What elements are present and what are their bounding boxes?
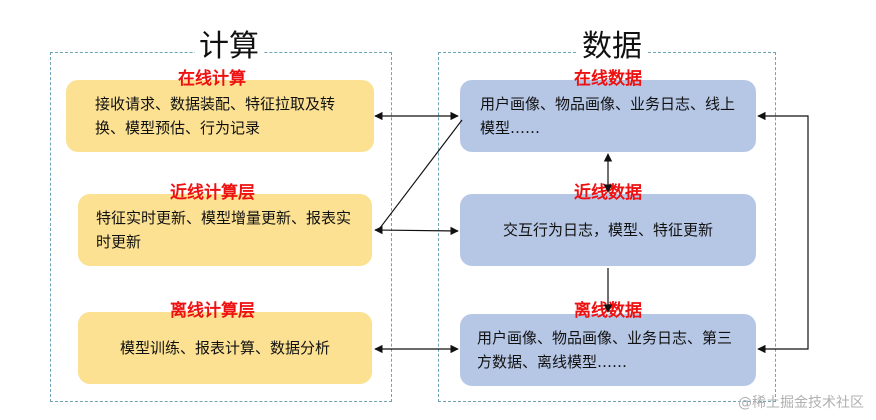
online-compute-title: 在线计算 (178, 69, 246, 89)
offline-data-box: 用户画像、物品画像、业务日志、第三方数据、离线模型…… (460, 314, 756, 386)
online-compute-text: 接收请求、数据装配、特征拉取及转换、模型预估、行为记录 (95, 95, 336, 137)
nearline-data-text: 交互行为日志，模型、特征更新 (502, 221, 713, 239)
arrow-nearline-compute-nearline-data (374, 225, 459, 236)
arrow-nearline-compute-online-data (379, 119, 463, 229)
online-compute-box: 接收请求、数据装配、特征拉取及转换、模型预估、行为记录 (66, 80, 374, 152)
watermark-text: @稀土掘金技术社区 (738, 395, 864, 411)
online-data-title: 在线数据 (574, 69, 642, 89)
data-panel-title: 数据 (578, 28, 646, 66)
nearline-data-box: 交互行为日志，模型、特征更新 (460, 194, 756, 266)
nearline-compute-title: 近线计算层 (170, 183, 255, 203)
online-data-text: 用户画像、物品画像、业务日志、线上模型…… (480, 95, 736, 137)
nearline-compute-text: 特征实时更新、模型增量更新、报表实时更新 (96, 209, 352, 251)
online-data-box: 用户画像、物品画像、业务日志、线上模型…… (460, 80, 756, 152)
offline-compute-title: 离线计算层 (170, 301, 255, 321)
offline-compute-text: 模型训练、报表计算、数据分析 (119, 339, 330, 357)
compute-panel-title: 计算 (195, 28, 263, 66)
arrow-offline-data-online-data-loop (757, 111, 809, 354)
offline-compute-box: 模型训练、报表计算、数据分析 (78, 312, 372, 384)
nearline-data-title: 近线数据 (574, 183, 642, 203)
nearline-compute-box: 特征实时更新、模型增量更新、报表实时更新 (78, 194, 372, 266)
offline-data-text: 用户画像、物品画像、业务日志、第三方数据、离线模型…… (477, 329, 733, 371)
